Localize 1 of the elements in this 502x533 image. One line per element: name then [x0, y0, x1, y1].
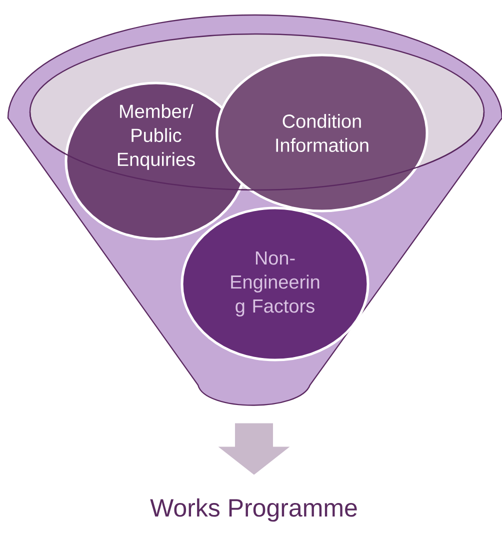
output-label: Works Programme	[150, 498, 357, 522]
